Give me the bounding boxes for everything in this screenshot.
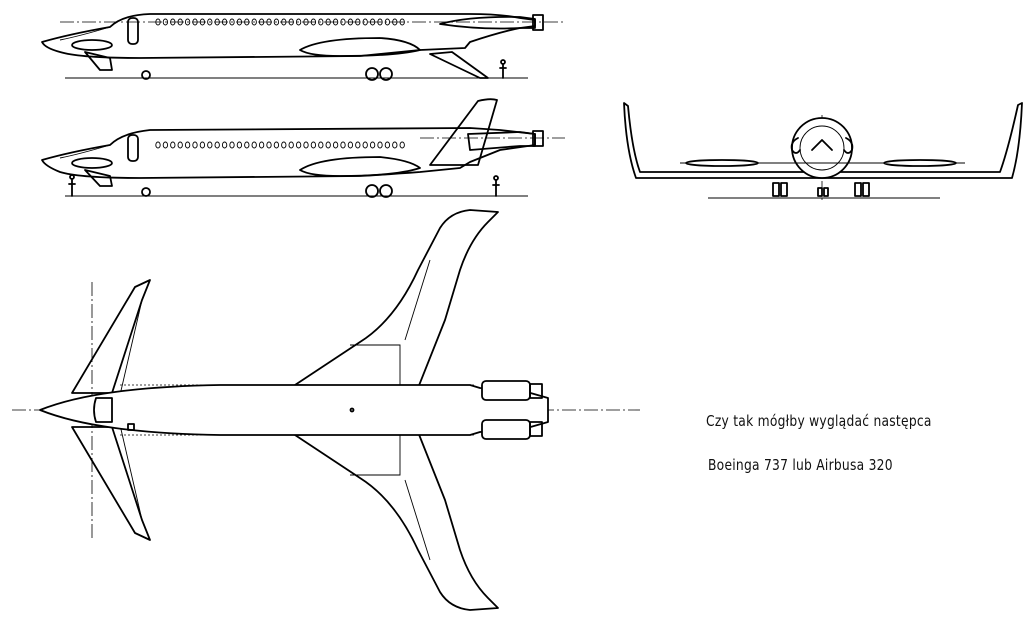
cabin-window <box>266 18 272 26</box>
cabin-window <box>369 18 376 26</box>
cabin-window <box>369 141 376 149</box>
cabin-window <box>244 18 250 26</box>
cabin-window <box>392 141 398 149</box>
cabin-window <box>162 141 169 149</box>
cabin-window <box>303 141 309 149</box>
cabin-window <box>355 141 361 149</box>
cabin-window <box>303 18 309 26</box>
cabin-window <box>295 141 302 149</box>
cabin-window <box>288 18 294 26</box>
cabin-window <box>244 141 250 149</box>
cabin-window <box>221 18 228 26</box>
cabin-window <box>236 141 243 149</box>
caption-line-2: Boeinga 737 lub Airbusa 320 <box>708 456 893 474</box>
side-view-upper <box>41 13 565 81</box>
cabin-window <box>184 18 191 26</box>
cabin-window <box>221 141 228 149</box>
cabin-window <box>199 18 206 26</box>
cabin-window <box>362 18 368 26</box>
cabin-window <box>251 141 257 149</box>
cabin-window <box>214 18 220 26</box>
top-view <box>12 209 640 611</box>
cabin-window <box>170 141 176 149</box>
caption-line-1: Czy tak mógłby wyglądać następca <box>706 412 932 430</box>
cabin-window <box>392 18 398 26</box>
cabin-window <box>325 141 331 149</box>
window-row-upper <box>155 18 405 26</box>
cabin-window <box>177 141 183 149</box>
cabin-window <box>199 141 206 149</box>
cabin-window <box>258 141 265 149</box>
cabin-window <box>177 18 183 26</box>
cabin-window <box>347 141 354 149</box>
cabin-window <box>340 141 346 149</box>
cabin-window <box>155 18 161 26</box>
cabin-window <box>266 141 272 149</box>
cabin-window <box>355 18 361 26</box>
front-view <box>623 102 1023 200</box>
cabin-window <box>281 141 287 149</box>
cabin-window <box>214 141 220 149</box>
cabin-window <box>162 18 169 26</box>
side-view-lower <box>41 98 565 198</box>
window-row-lower <box>155 141 405 149</box>
cabin-window <box>362 141 368 149</box>
scale-figure-right <box>492 175 500 197</box>
cabin-window <box>170 18 176 26</box>
cabin-window <box>273 18 280 26</box>
cabin-window <box>384 141 391 149</box>
cabin-window <box>288 141 294 149</box>
scale-figure-upper <box>499 59 507 79</box>
cabin-window <box>318 141 324 149</box>
cabin-window <box>310 141 317 149</box>
cabin-window <box>377 141 383 149</box>
cabin-window <box>184 141 191 149</box>
cabin-window <box>258 18 265 26</box>
cabin-window <box>207 18 213 26</box>
cabin-window <box>192 18 198 26</box>
cabin-window <box>251 18 257 26</box>
cabin-window <box>332 141 339 149</box>
cabin-window <box>207 141 213 149</box>
cabin-window <box>384 18 391 26</box>
cabin-window <box>325 18 331 26</box>
cabin-window <box>399 18 405 26</box>
cabin-window <box>295 18 302 26</box>
cabin-window <box>347 18 354 26</box>
cabin-window <box>229 141 235 149</box>
cabin-window <box>192 141 198 149</box>
cabin-window <box>155 141 161 149</box>
cabin-window <box>310 18 317 26</box>
cabin-window <box>332 18 339 26</box>
cabin-window <box>229 18 235 26</box>
cabin-window <box>399 141 405 149</box>
cabin-window <box>318 18 324 26</box>
cabin-window <box>273 141 280 149</box>
cabin-window <box>281 18 287 26</box>
cabin-window <box>377 18 383 26</box>
cabin-window <box>236 18 243 26</box>
cabin-window <box>340 18 346 26</box>
scale-figure-left <box>68 174 76 197</box>
